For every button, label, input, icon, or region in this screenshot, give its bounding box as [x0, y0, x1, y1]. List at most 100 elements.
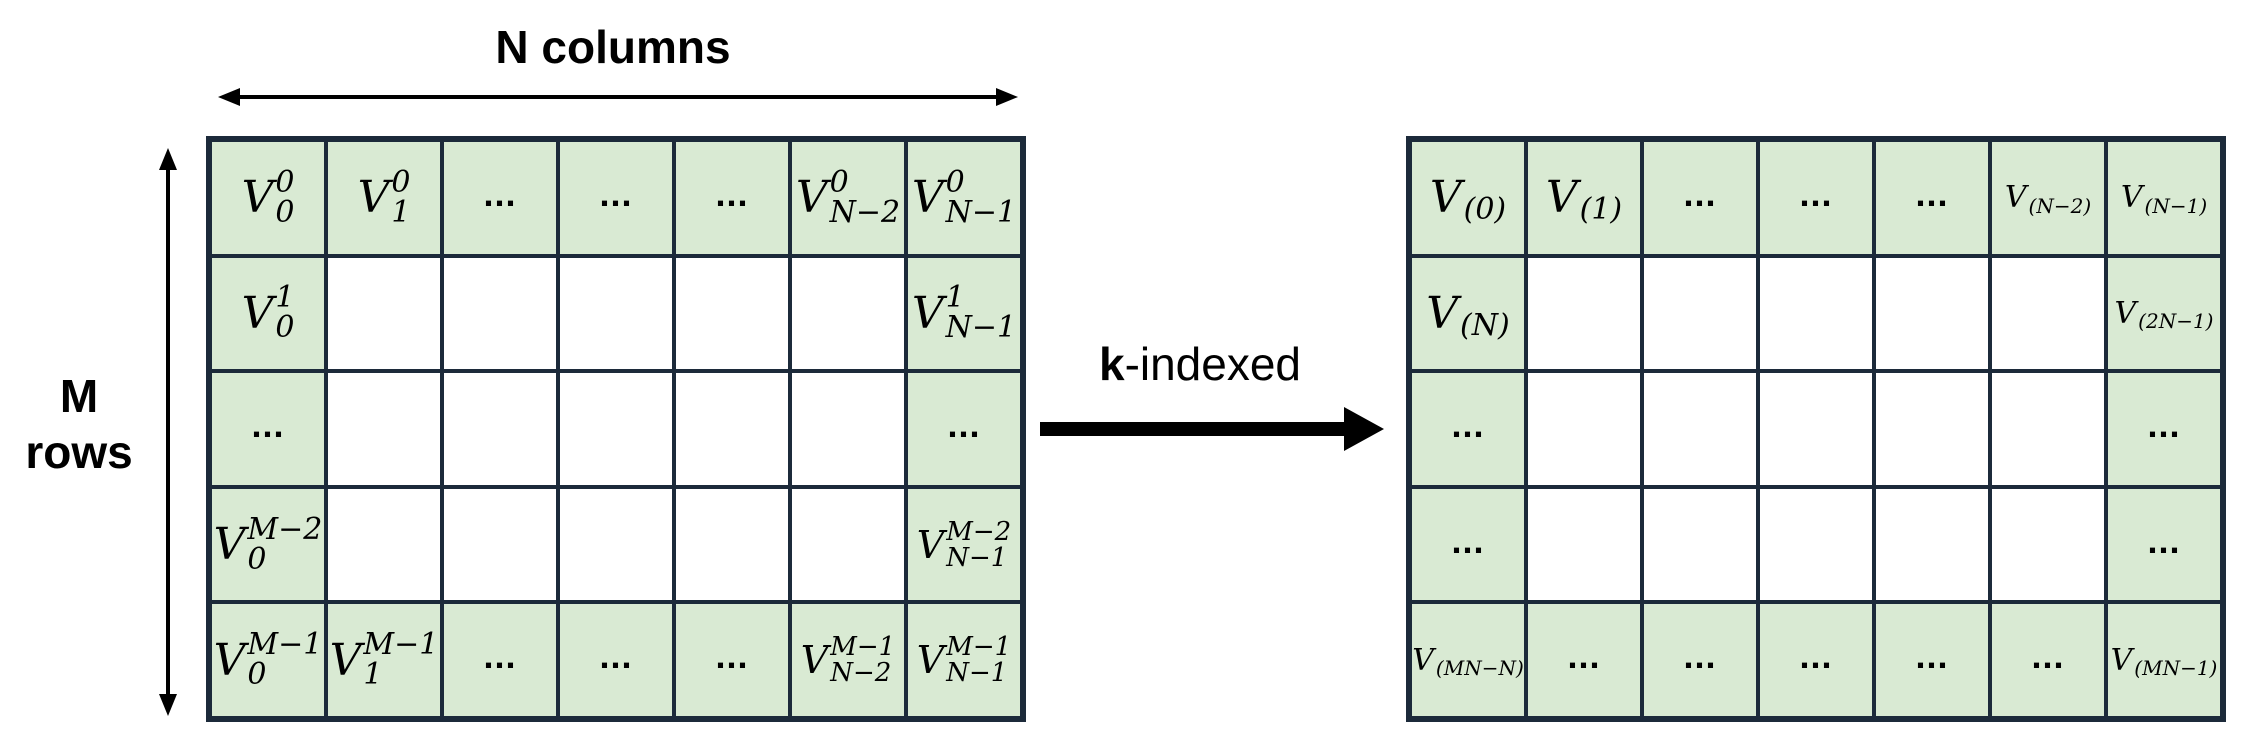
right-cell: ... [1874, 602, 1990, 718]
ellipsis: ... [2147, 403, 2181, 445]
entry-superscript: M−1 [363, 627, 439, 663]
entry-superscript: 0 [829, 164, 849, 200]
entry-superscript: 1 [275, 280, 295, 316]
rows-label-line-1: M [59, 370, 99, 422]
entry-base: V [2120, 180, 2143, 216]
left-cell: ... [674, 140, 790, 256]
ellipsis: ... [599, 635, 633, 677]
entry-base: V [1426, 287, 1459, 339]
entry-subscript: 0 [247, 541, 267, 577]
columns-double-arrow [218, 88, 1018, 106]
entry-base: V [357, 172, 390, 224]
right-cell [1758, 371, 1874, 487]
left-cell [442, 371, 558, 487]
right-cell: ... [1642, 602, 1758, 718]
ellipsis: ... [1799, 635, 1833, 677]
right-cell: ... [1526, 602, 1642, 718]
ellipsis: ... [483, 172, 517, 214]
left-cell [558, 255, 674, 372]
entry-base: V [213, 519, 246, 571]
left-cell [674, 371, 790, 487]
rows-label-line-2: rows [25, 426, 133, 478]
entry-subscript: N−1 [946, 658, 1008, 689]
entry-superscript: M−2 [247, 511, 323, 547]
vector-entry: V(1) [1546, 172, 1622, 227]
entry-index: (2N−1) [2138, 309, 2214, 334]
entry-base: V [2004, 180, 2027, 216]
right-cell: ... [1758, 140, 1874, 256]
columns-label: N columns [495, 21, 731, 73]
entry-subscript: N−2 [829, 194, 901, 230]
right-cell [1526, 486, 1642, 603]
left-cell [674, 255, 790, 372]
entry-base: V [911, 287, 944, 339]
entry-superscript: 1 [945, 280, 965, 316]
entry-subscript: 0 [275, 194, 295, 230]
entry-index: (MN−1) [2134, 656, 2218, 681]
right-cell: V(1) [1526, 140, 1642, 256]
right-cell [1874, 371, 1990, 487]
right-cell: V(2N−1) [2106, 255, 2222, 372]
entry-base: V [800, 638, 829, 683]
ellipsis: ... [1451, 403, 1485, 445]
entry-index: (N) [1460, 307, 1510, 343]
rows-double-arrow [159, 148, 177, 716]
ellipsis: ... [483, 635, 517, 677]
ellipsis: ... [1915, 635, 1949, 677]
ellipsis: ... [1799, 172, 1833, 214]
entry-superscript: M−2 [946, 516, 1012, 547]
right-matrix-grid: V(0)V(1).........V(N−2)V(N−1)V(N)V(2N−1)… [1406, 136, 2226, 722]
left-cell: ... [674, 602, 790, 718]
right-cell: ... [1758, 602, 1874, 718]
ellipsis: ... [715, 172, 749, 214]
rows-label: M rows [8, 368, 150, 480]
vector-entry: V(2N−1) [2114, 295, 2214, 334]
right-cell [1990, 371, 2106, 487]
right-cell [1874, 255, 1990, 372]
vector-entry: V(MN−1) [2110, 642, 2218, 681]
left-cell [790, 255, 906, 372]
right-cell [1642, 371, 1758, 487]
entry-superscript: M−1 [946, 632, 1012, 663]
left-cell [558, 371, 674, 487]
left-cell: ... [906, 371, 1022, 487]
right-cell [1874, 486, 1990, 603]
left-cell [790, 371, 906, 487]
entry-base: V [2110, 642, 2133, 678]
right-cell [1526, 255, 1642, 372]
right-cell: ... [2106, 371, 2222, 487]
ellipsis: ... [947, 403, 981, 445]
left-cell: ... [442, 140, 558, 256]
right-cell: V(0) [1410, 140, 1526, 256]
entry-base: V [2114, 295, 2137, 331]
right-cell [1642, 255, 1758, 372]
right-cell: V(N) [1410, 255, 1526, 372]
entry-base: V [241, 172, 274, 224]
ellipsis: ... [1451, 519, 1485, 561]
ellipsis: ... [2147, 519, 2181, 561]
left-cell [558, 486, 674, 603]
ellipsis: ... [1683, 172, 1717, 214]
